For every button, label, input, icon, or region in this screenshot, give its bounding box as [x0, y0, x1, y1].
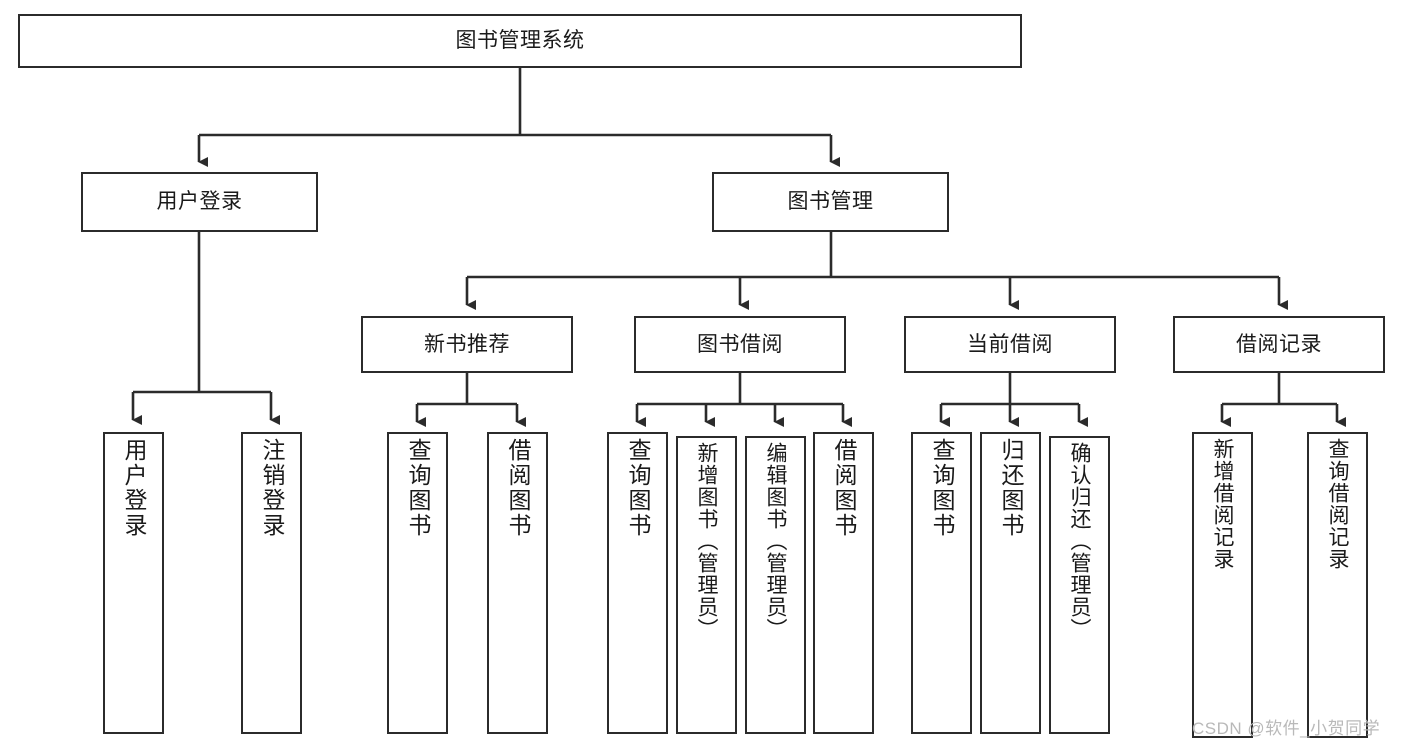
node-user-login[interactable]: 用户登录: [81, 172, 318, 232]
leaf-user-login-login[interactable]: 用户登录: [103, 432, 164, 734]
node-label: 图书管理系统: [455, 29, 585, 53]
leaf-current-borrow-confirm-return-admin[interactable]: 确认归还（管理员）: [1049, 436, 1110, 734]
node-label: 注销登录: [259, 438, 285, 538]
node-label: 借阅图书: [505, 438, 531, 538]
leaf-user-login-logout[interactable]: 注销登录: [241, 432, 302, 734]
node-label: 编辑图书（管理员）: [764, 442, 787, 640]
node-label: 新增借阅记录: [1211, 438, 1234, 570]
leaf-new-book-borrow[interactable]: 借阅图书: [487, 432, 548, 734]
node-label: 借阅图书: [831, 438, 857, 538]
leaf-book-borrow-add-admin[interactable]: 新增图书（管理员）: [676, 436, 737, 734]
node-root-book-management-system[interactable]: 图书管理系统: [18, 14, 1022, 68]
leaf-book-borrow-query[interactable]: 查询图书: [607, 432, 668, 734]
node-label: 图书借阅: [697, 332, 783, 356]
leaf-current-borrow-return[interactable]: 归还图书: [980, 432, 1041, 734]
leaf-borrow-record-add[interactable]: 新增借阅记录: [1192, 432, 1253, 738]
node-label: 确认归还（管理员）: [1068, 442, 1091, 640]
node-book-borrow[interactable]: 图书借阅: [634, 316, 846, 373]
node-label: 新增图书（管理员）: [695, 442, 718, 640]
node-label: 新书推荐: [424, 332, 510, 356]
node-label: 归还图书: [998, 438, 1024, 538]
node-label: 借阅记录: [1236, 332, 1322, 356]
node-label: 用户登录: [156, 190, 243, 214]
node-book-management[interactable]: 图书管理: [712, 172, 949, 232]
node-new-book-recommend[interactable]: 新书推荐: [361, 316, 573, 373]
node-label: 查询借阅记录: [1326, 438, 1349, 570]
node-label: 查询图书: [625, 438, 651, 538]
node-label: 查询图书: [405, 438, 431, 538]
leaf-book-borrow-edit-admin[interactable]: 编辑图书（管理员）: [745, 436, 806, 734]
leaf-book-borrow-borrow[interactable]: 借阅图书: [813, 432, 874, 734]
node-borrow-record[interactable]: 借阅记录: [1173, 316, 1385, 373]
node-label: 用户登录: [121, 438, 147, 538]
leaf-current-borrow-query[interactable]: 查询图书: [911, 432, 972, 734]
node-label: 当前借阅: [967, 332, 1053, 356]
watermark: CSDN @软件_小贺同学: [1192, 719, 1381, 738]
leaf-new-book-query[interactable]: 查询图书: [387, 432, 448, 734]
node-current-borrow[interactable]: 当前借阅: [904, 316, 1116, 373]
leaf-borrow-record-query[interactable]: 查询借阅记录: [1307, 432, 1368, 738]
node-label: 图书管理: [787, 190, 874, 214]
node-label: 查询图书: [929, 438, 955, 538]
